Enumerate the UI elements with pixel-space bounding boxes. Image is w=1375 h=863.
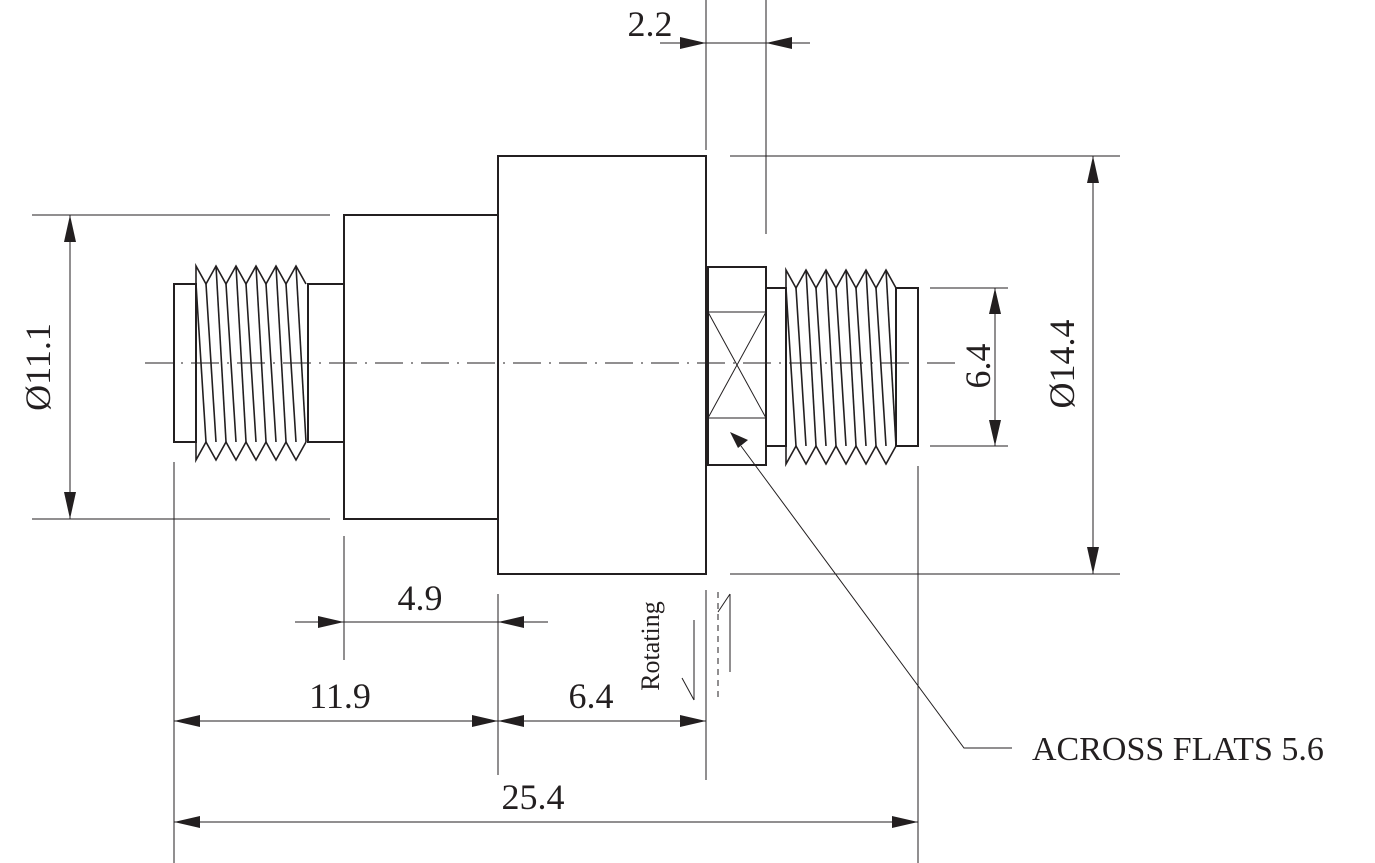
flat-width-label: 2.2	[628, 4, 673, 44]
rotating-indicator: Rotating	[636, 592, 731, 701]
shoulder-length-dimension: 4.9	[295, 536, 548, 680]
left-thread-bottom-crests	[195, 440, 307, 464]
right-thread-top-crests	[785, 266, 897, 290]
main-body	[497, 155, 707, 575]
right-thread-bottom-crests	[785, 444, 897, 468]
hex-nut	[707, 266, 767, 466]
right-connector-threads	[765, 266, 919, 468]
right-neck	[765, 287, 787, 447]
across-flats-label: ACROSS FLATS 5.6	[1032, 731, 1324, 768]
left-diameter-dimension: Ø11.1	[18, 214, 330, 520]
thread-diameter-dimension: 6.4	[930, 287, 1008, 447]
right-thread-flanks	[785, 269, 897, 447]
left-diameter-label: Ø11.1	[18, 323, 58, 411]
total-length-dimension: 25.4	[174, 466, 919, 863]
thread-diameter-label: 6.4	[958, 344, 998, 389]
flat-width-dimension: 2.2	[628, 0, 810, 234]
across-flats-callout: ACROSS FLATS 5.6	[730, 432, 1324, 768]
rotating-label: Rotating	[636, 601, 665, 691]
left-thread-flanks	[195, 265, 307, 443]
body-length-label: 6.4	[569, 676, 614, 716]
left-shoulder	[343, 214, 499, 520]
right-diameter-dimension: Ø14.4	[730, 155, 1120, 575]
right-end-collar	[895, 287, 919, 447]
right-diameter-label: Ø14.4	[1042, 320, 1082, 409]
segment-length-dimensions: 11.9 6.4	[173, 462, 707, 863]
left-length-label: 11.9	[309, 676, 371, 716]
left-thread-top-crests	[195, 262, 307, 286]
total-length-label: 25.4	[502, 777, 565, 817]
shoulder-length-label: 4.9	[398, 578, 443, 618]
